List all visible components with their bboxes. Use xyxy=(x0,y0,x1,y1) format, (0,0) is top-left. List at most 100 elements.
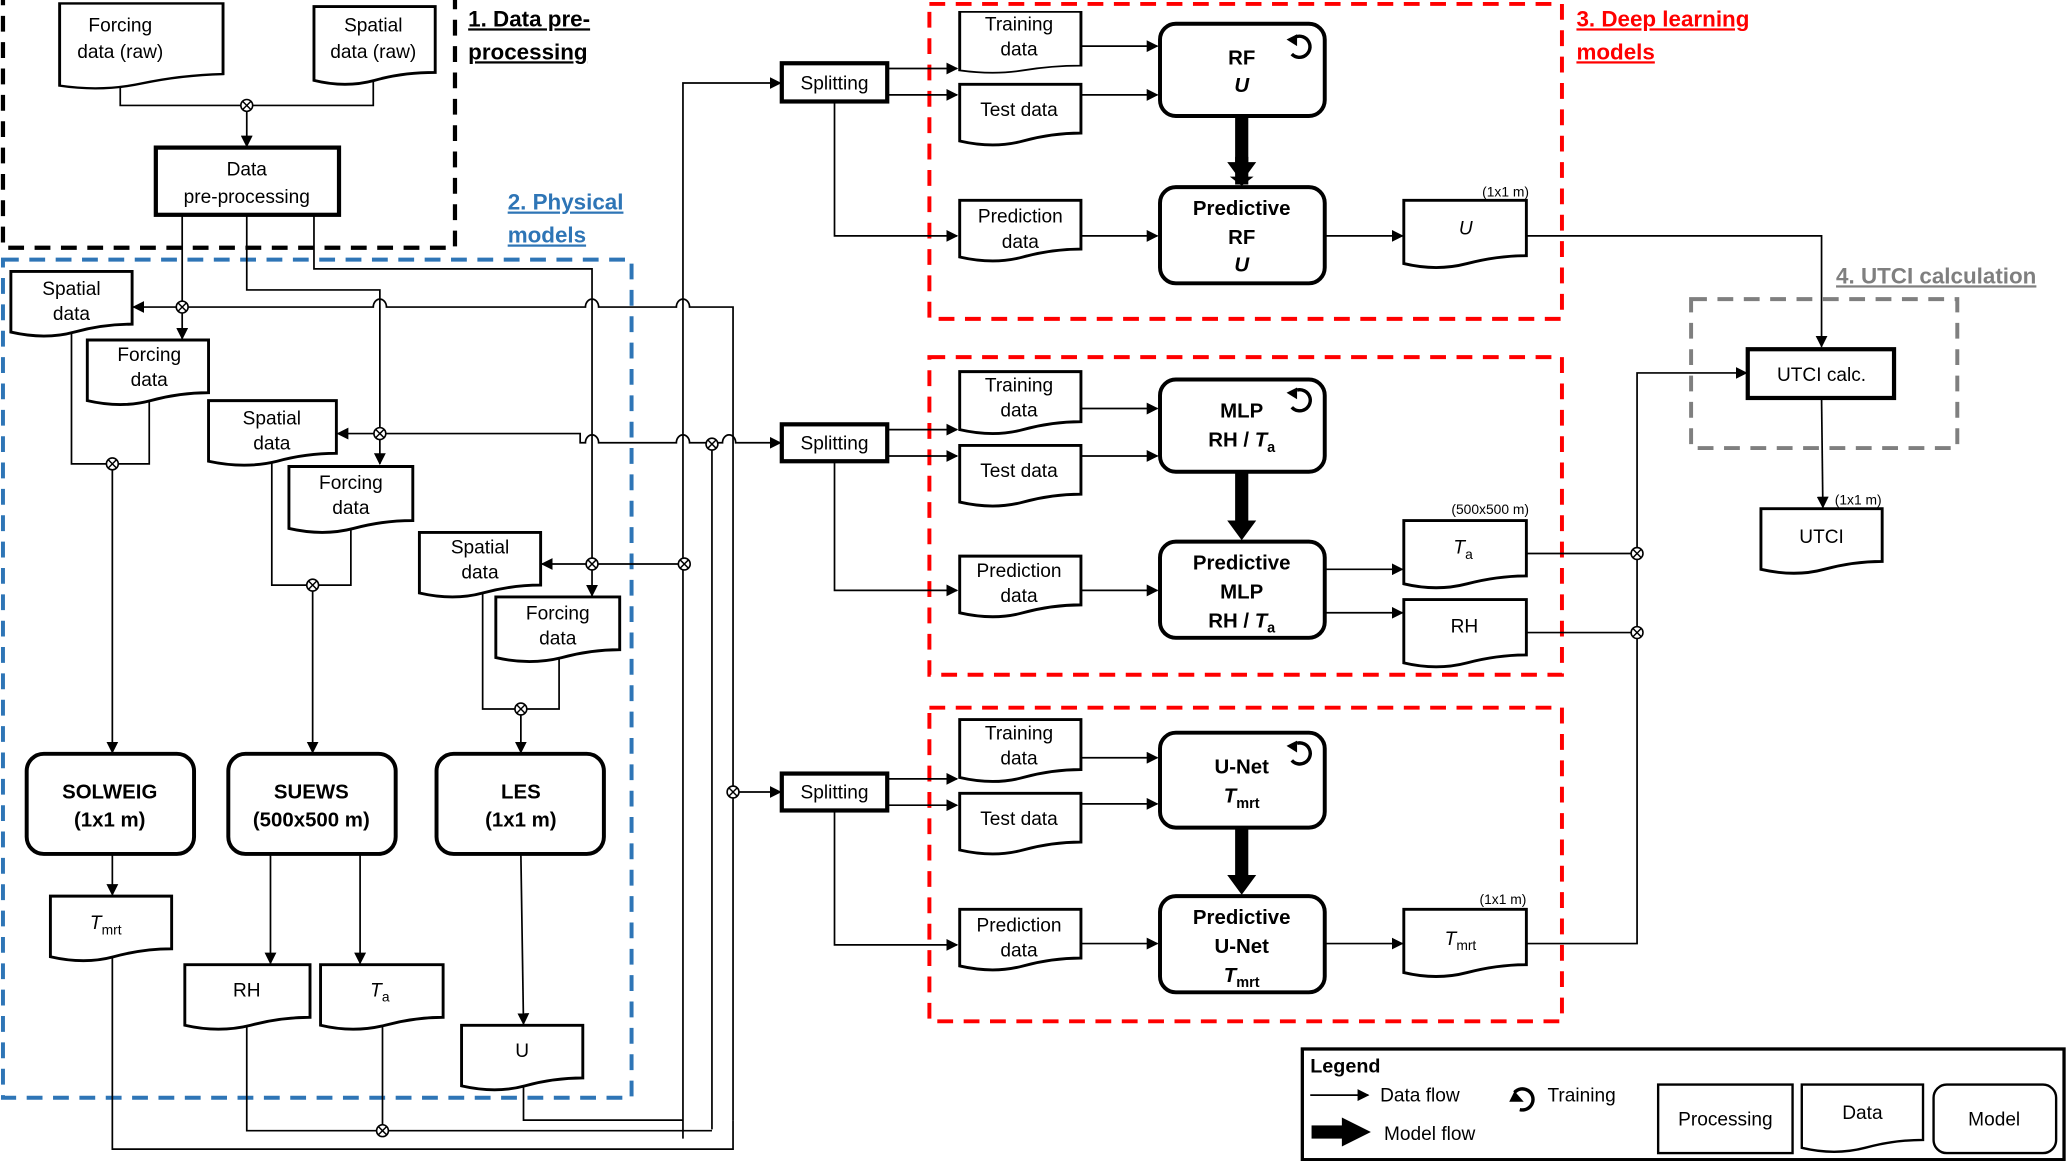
data-output-rf-u[interactable]: U xyxy=(1402,198,1528,269)
model-rf[interactable]: RF U xyxy=(1158,21,1327,118)
svg-text:MLP: MLP xyxy=(1220,401,1263,423)
data-forcing-2[interactable]: Forcing data xyxy=(287,465,415,534)
process-splitting-mlp[interactable]: Splitting xyxy=(779,422,890,464)
data-output-ta[interactable]: Ta xyxy=(319,963,445,1031)
data-training-rf[interactable]: Training data xyxy=(958,10,1083,74)
process-splitting-rf[interactable]: Splitting xyxy=(779,61,890,104)
svg-text:1. Data pre-: 1. Data pre- xyxy=(468,6,590,31)
svg-text:data: data xyxy=(1000,400,1038,421)
data-prediction-unet[interactable]: Prediction data xyxy=(958,907,1083,972)
svg-text:Test data: Test data xyxy=(980,461,1058,482)
svg-text:Forcing: Forcing xyxy=(88,16,152,37)
svg-text:models: models xyxy=(508,222,586,247)
data-forcing-3[interactable]: Forcing data xyxy=(494,595,622,663)
model-mlp[interactable]: MLP RH / Ta xyxy=(1158,377,1327,474)
model-les[interactable]: LES (1x1 m) xyxy=(434,751,606,856)
svg-text:data: data xyxy=(131,370,169,391)
svg-text:RH / Ta: RH / Ta xyxy=(1208,430,1276,456)
svg-text:U: U xyxy=(1234,75,1250,97)
svg-text:LES: LES xyxy=(501,782,541,804)
data-output-tmrt[interactable]: Tmrt xyxy=(48,894,174,963)
data-output-unet-tmrt[interactable]: Tmrt xyxy=(1402,907,1528,978)
process-data-preprocessing[interactable]: Data pre-processing xyxy=(153,145,342,217)
data-output-rh[interactable]: RH xyxy=(183,963,312,1031)
data-spatial-3[interactable]: Spatial data xyxy=(417,530,543,599)
svg-text:2. Physical: 2. Physical xyxy=(508,190,624,215)
svg-text:Tmrt: Tmrt xyxy=(1224,965,1260,991)
svg-text:(500x500 m): (500x500 m) xyxy=(253,809,370,831)
process-splitting-unet[interactable]: Splitting xyxy=(779,771,890,813)
svg-text:Predictive: Predictive xyxy=(1193,198,1291,220)
resolution-label-utci: (1x1 m) xyxy=(1835,492,1882,508)
legend-model-flow-label: Model flow xyxy=(1384,1124,1475,1145)
svg-text:Model: Model xyxy=(1968,1109,2020,1130)
data-spatial-1[interactable]: Spatial data xyxy=(9,270,134,338)
svg-text:data: data xyxy=(539,628,577,649)
svg-text:U: U xyxy=(515,1041,529,1062)
svg-text:data: data xyxy=(53,304,91,325)
data-training-unet[interactable]: Training data xyxy=(958,718,1083,783)
svg-text:data: data xyxy=(253,433,291,454)
group-preprocessing-frame xyxy=(0,0,458,250)
legend-data-flow-label: Data flow xyxy=(1380,1086,1460,1107)
svg-text:RF: RF xyxy=(1228,227,1255,249)
svg-text:U-Net: U-Net xyxy=(1215,936,1270,958)
model-solweig[interactable]: SOLWEIG (1x1 m) xyxy=(24,751,197,856)
model-flow-arrows xyxy=(1227,115,1257,895)
model-predictive-unet[interactable]: Predictive U-Net Tmrt xyxy=(1158,894,1327,995)
data-output-mlp-rh[interactable]: RH xyxy=(1402,598,1528,669)
process-utci-calc[interactable]: UTCI calc. xyxy=(1745,347,1897,401)
svg-text:models: models xyxy=(1576,39,1654,64)
model-unet[interactable]: U-Net Tmrt xyxy=(1158,730,1327,830)
svg-text:Ta: Ta xyxy=(370,980,390,1004)
resolution-label-unet: (1x1 m) xyxy=(1479,891,1526,907)
data-test-mlp[interactable]: Test data xyxy=(958,443,1083,508)
svg-text:SUEWS: SUEWS xyxy=(274,782,349,804)
svg-text:Predictive: Predictive xyxy=(1193,907,1291,929)
svg-text:(1x1 m): (1x1 m) xyxy=(485,809,556,831)
svg-text:RH / Ta: RH / Ta xyxy=(1208,610,1276,636)
svg-text:Data: Data xyxy=(227,159,268,180)
data-prediction-rf[interactable]: Prediction data xyxy=(958,198,1083,263)
model-suews[interactable]: SUEWS (500x500 m) xyxy=(226,751,398,856)
model-predictive-mlp[interactable]: Predictive MLP RH / Ta xyxy=(1158,539,1327,640)
legend-title: Legend xyxy=(1310,1056,1380,1078)
svg-text:Forcing: Forcing xyxy=(117,345,181,366)
svg-text:Prediction: Prediction xyxy=(977,561,1062,582)
legend-model-shape: Model xyxy=(1932,1083,2058,1155)
model-predictive-rf[interactable]: Predictive RF U xyxy=(1158,185,1327,286)
data-spatial-raw[interactable]: Spatial data (raw) xyxy=(312,5,437,86)
svg-text:UTCI: UTCI xyxy=(1799,527,1844,548)
training-icon xyxy=(1286,387,1312,413)
data-training-mlp[interactable]: Training data xyxy=(958,370,1083,435)
data-output-utci[interactable]: UTCI xyxy=(1759,507,1884,575)
svg-text:Prediction: Prediction xyxy=(978,207,1063,228)
svg-text:(1x1 m): (1x1 m) xyxy=(74,809,145,831)
data-output-u[interactable]: U xyxy=(460,1023,585,1092)
svg-text:RH: RH xyxy=(233,980,261,1001)
data-forcing-1[interactable]: Forcing data xyxy=(85,338,210,406)
svg-text:Spatial: Spatial xyxy=(243,408,301,429)
svg-text:Spatial: Spatial xyxy=(451,537,509,558)
svg-text:Forcing: Forcing xyxy=(319,473,383,494)
svg-text:Ta: Ta xyxy=(1453,537,1473,561)
resolution-label-mlp: (500x500 m) xyxy=(1451,501,1529,517)
group-utci-frame xyxy=(1689,297,1960,451)
svg-text:Training: Training xyxy=(985,723,1053,744)
data-test-rf[interactable]: Test data xyxy=(958,82,1083,147)
svg-text:U: U xyxy=(1234,254,1250,276)
data-prediction-mlp[interactable]: Prediction data xyxy=(958,554,1083,619)
data-test-unet[interactable]: Test data xyxy=(958,791,1083,856)
data-forcing-raw[interactable]: Forcing data (raw) xyxy=(58,2,225,90)
legend-data-shape: Data xyxy=(1800,1083,1925,1153)
svg-text:data: data xyxy=(1000,39,1038,60)
svg-text:Prediction: Prediction xyxy=(977,916,1062,937)
training-icon xyxy=(1286,740,1312,766)
svg-text:data: data xyxy=(461,563,499,584)
data-spatial-2[interactable]: Spatial data xyxy=(207,399,338,467)
svg-text:Splitting: Splitting xyxy=(801,783,869,804)
training-icon xyxy=(1509,1087,1535,1112)
svg-text:Tmrt: Tmrt xyxy=(90,913,122,937)
data-output-mlp-ta[interactable]: Ta xyxy=(1402,519,1528,590)
svg-text:4. UTCI calculation: 4. UTCI calculation xyxy=(1836,263,2036,288)
